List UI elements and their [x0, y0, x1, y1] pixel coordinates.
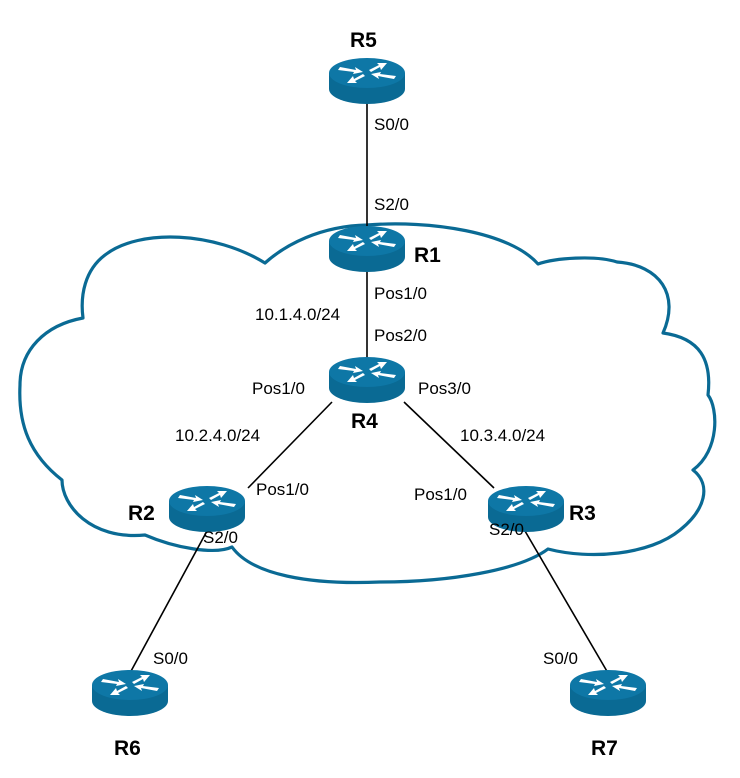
router-label-r2: R2 [128, 502, 155, 525]
interface-label-r2-s2-0: S2/0 [203, 528, 238, 547]
router-icon [570, 670, 646, 716]
link-r4-r3 [403, 401, 495, 489]
router-label-r1: R1 [414, 244, 441, 267]
interface-label-r4-pos2-0: Pos2/0 [374, 326, 427, 345]
router-label-r4: R4 [351, 410, 378, 433]
link-r3-r7 [524, 530, 609, 674]
router-icon [329, 226, 405, 272]
router-r1[interactable] [329, 226, 405, 272]
network-label-10-1-4-0: 10.1.4.0/24 [255, 305, 340, 324]
interface-label-r6-s0-0: S0/0 [153, 649, 188, 668]
router-icon [169, 486, 245, 532]
interface-label-r1-pos1-0: Pos1/0 [374, 284, 427, 303]
interface-label-r4-pos1-0: Pos1/0 [252, 379, 305, 398]
router-r2[interactable] [169, 486, 245, 532]
router-r4[interactable] [329, 357, 405, 403]
router-icon [329, 357, 405, 403]
network-label-10-3-4-0: 10.3.4.0/24 [460, 426, 545, 445]
router-label-r6: R6 [114, 737, 141, 760]
interface-label-r2-pos1-0: Pos1/0 [256, 480, 309, 499]
router-r5[interactable] [329, 58, 405, 104]
interface-label-r5-s0-0: S0/0 [374, 115, 409, 134]
router-icon [92, 670, 168, 716]
interface-label-r4-pos3-0: Pos3/0 [418, 379, 471, 398]
interface-label-r3-pos1-0: Pos1/0 [414, 485, 467, 504]
router-label-r7: R7 [591, 737, 618, 760]
router-r6[interactable] [92, 670, 168, 716]
link-r2-r6 [129, 530, 208, 674]
router-label-r5: R5 [350, 29, 377, 52]
router-r7[interactable] [570, 670, 646, 716]
interface-label-r7-s0-0: S0/0 [543, 649, 578, 668]
network-label-10-2-4-0: 10.2.4.0/24 [175, 426, 260, 445]
interface-label-r1-s2-0: S2/0 [374, 195, 409, 214]
router-icon [329, 58, 405, 104]
interface-label-r3-s2-0: S2/0 [489, 520, 524, 539]
link-r4-r2 [247, 401, 333, 489]
router-label-r3: R3 [569, 502, 596, 525]
core-network-cloud [18, 222, 717, 585]
